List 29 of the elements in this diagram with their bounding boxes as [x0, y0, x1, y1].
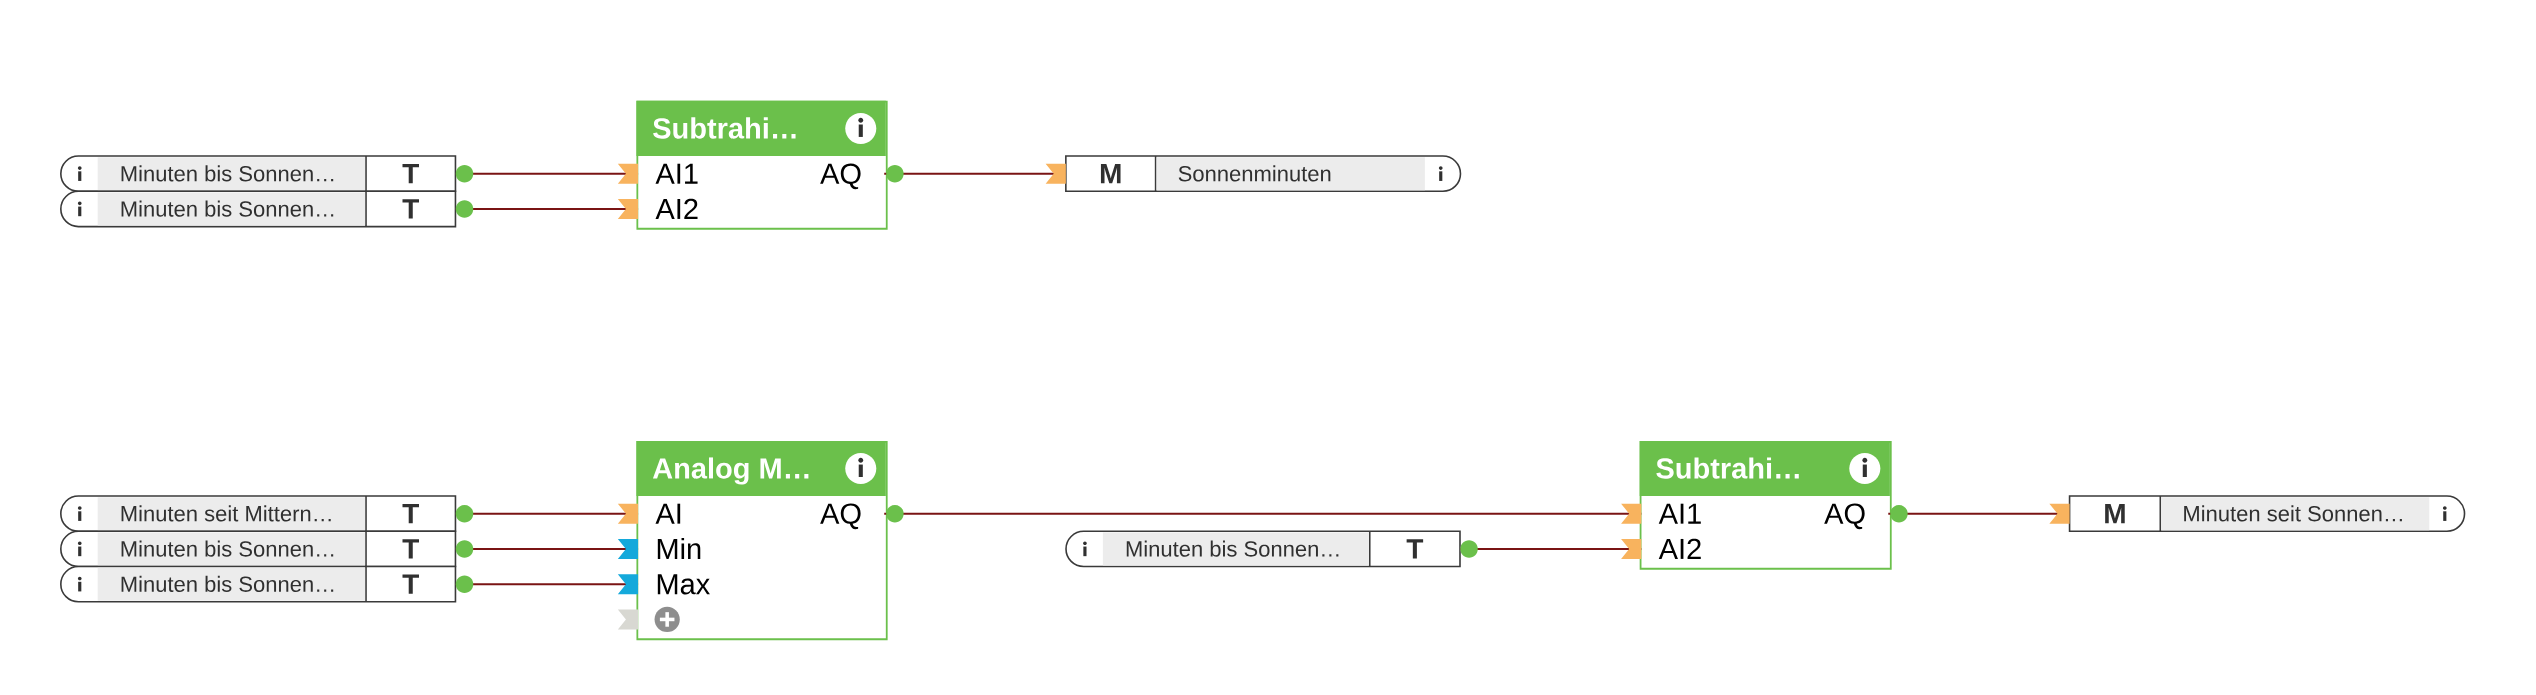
type-letter: M: [2105, 503, 2125, 524]
port-label: AQ: [820, 163, 861, 189]
type-letter: T: [402, 503, 419, 524]
name-field: Minuten bis Sonnen…: [1102, 532, 1369, 566]
port-label: AI: [655, 503, 681, 524]
name-field: Minuten bis Sonnen…: [97, 157, 366, 190]
type-letter: M: [1100, 163, 1121, 184]
port-label: AQ: [820, 503, 861, 529]
type-letter: T: [402, 539, 419, 559]
port-label: AI2: [1658, 538, 1701, 559]
port-label: AI1: [1658, 503, 1701, 524]
block-title: Subtrahi…: [1639, 440, 1890, 496]
port-label: Min: [657, 537, 701, 559]
port-label: AI1: [655, 163, 698, 184]
type-letter: T: [402, 163, 419, 184]
type-letter: T: [402, 199, 419, 219]
name-field: Sonnenminuten: [1156, 157, 1425, 190]
port-label: Max: [657, 574, 710, 595]
type-letter: T: [402, 574, 419, 594]
name-field: Minuten bis Sonnen…: [97, 532, 366, 566]
block-title: Analog M…: [636, 440, 886, 496]
port-label: AI2: [655, 198, 698, 219]
type-letter: T: [1406, 539, 1424, 559]
name-field: Minuten seit Sonnen…: [2161, 496, 2430, 530]
port-label: AQ: [1824, 503, 1865, 529]
name-field: Minuten seit Mittern…: [97, 496, 366, 530]
block-title: Subtrahi…: [636, 100, 886, 156]
name-field: Minuten bis Sonnen…: [97, 192, 366, 226]
name-field: Minuten bis Sonnen…: [97, 567, 366, 601]
